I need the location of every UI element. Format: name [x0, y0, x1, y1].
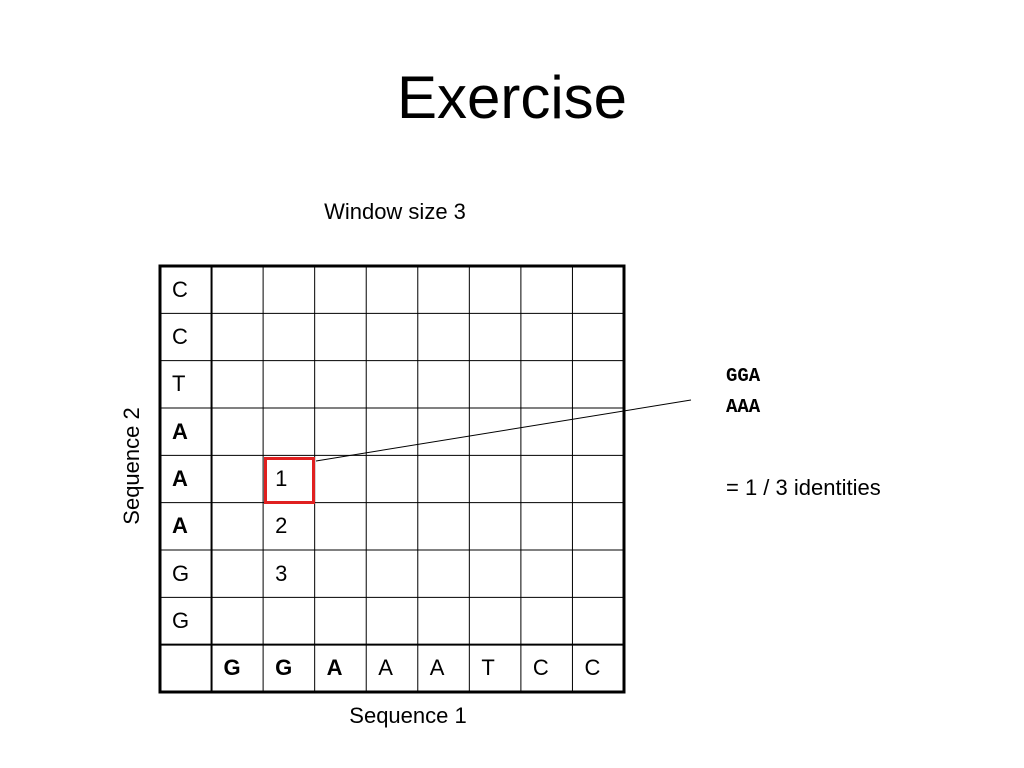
sequence-2-base: C — [172, 276, 188, 302]
comparison-seq-a: GGA — [726, 365, 761, 387]
slide-title: Exercise — [396, 64, 628, 131]
sequence-2-base: A — [172, 466, 188, 491]
sequence-2-base: A — [172, 513, 188, 539]
sequence-1-base: C — [584, 655, 601, 681]
sequence-2-base: G — [172, 608, 190, 633]
sequence-2-base: T — [172, 371, 186, 397]
sequence-1-axis-label: Sequence 1 — [349, 703, 467, 728]
comparison-seq-b: AAA — [726, 396, 761, 418]
window-size-label: Window size 3 — [324, 199, 466, 224]
sequence-1-base: G — [223, 655, 241, 681]
sequence-1-base: T — [481, 655, 495, 681]
cell-score: 3 — [275, 560, 288, 586]
sequence-2-label-text: Sequence 2 — [119, 407, 144, 525]
sequence-1-base: A — [429, 655, 445, 681]
identities-result: = 1 / 3 identities — [726, 475, 881, 500]
cell-score: 1 — [275, 466, 288, 491]
sequence-1-base: A — [326, 655, 343, 681]
sequence-1-base: A — [378, 655, 393, 681]
grid-lines — [158, 264, 626, 694]
sequence-1-base: C — [532, 655, 549, 681]
sequence-2-base: A — [172, 418, 188, 444]
sequence-2-base: C — [172, 324, 188, 349]
grid-border — [158, 264, 626, 694]
sequence-1-base: G — [275, 655, 293, 681]
highlight-window-box — [264, 457, 315, 504]
sequence-2-base: G — [172, 560, 190, 586]
cell-score: 2 — [275, 513, 288, 539]
